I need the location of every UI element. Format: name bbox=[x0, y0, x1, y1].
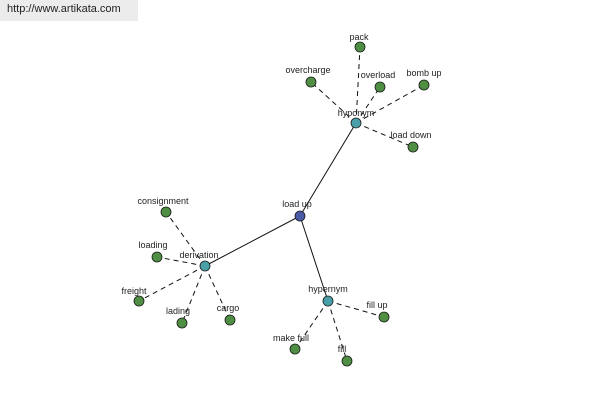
edge-derivation-freight bbox=[138, 265, 206, 302]
label-derivation[interactable]: derivation bbox=[179, 250, 218, 260]
label-make-full[interactable]: make full bbox=[273, 333, 309, 343]
edge-hyponym-pack bbox=[355, 46, 361, 124]
nodes bbox=[133, 41, 430, 367]
label-load-down[interactable]: load down bbox=[390, 130, 431, 140]
node-overcharge[interactable] bbox=[305, 76, 317, 88]
label-lading[interactable]: lading bbox=[166, 306, 190, 316]
node-overload[interactable] bbox=[374, 81, 386, 93]
labels: load up hyponym derivation hypernym pack… bbox=[121, 32, 441, 354]
label-pack[interactable]: pack bbox=[349, 32, 369, 42]
node-loading[interactable] bbox=[151, 251, 163, 263]
label-consignment[interactable]: consignment bbox=[137, 196, 189, 206]
node-load-down[interactable] bbox=[407, 141, 419, 153]
node-freight[interactable] bbox=[133, 295, 145, 307]
label-cargo[interactable]: cargo bbox=[217, 303, 240, 313]
node-make-full[interactable] bbox=[289, 343, 301, 355]
edge-hyponym-load-down bbox=[355, 122, 414, 148]
edge-derivation-loading bbox=[156, 256, 206, 267]
node-fill-up[interactable] bbox=[378, 311, 390, 323]
edge-load-up-hypernym bbox=[299, 215, 329, 302]
edge-derivation-lading bbox=[181, 265, 206, 324]
url-banner: http://www.artikata.com bbox=[0, 0, 138, 21]
edge-derivation-cargo bbox=[204, 265, 231, 321]
label-hyponym[interactable]: hyponym bbox=[338, 108, 375, 118]
node-derivation[interactable] bbox=[199, 260, 211, 272]
node-lading[interactable] bbox=[176, 317, 188, 329]
node-pack[interactable] bbox=[354, 41, 366, 53]
node-cargo[interactable] bbox=[224, 314, 236, 326]
edge-hyponym-overcharge bbox=[310, 81, 357, 124]
edge-load-up-derivation bbox=[204, 215, 301, 267]
node-load-up[interactable] bbox=[294, 210, 306, 222]
label-freight[interactable]: freight bbox=[121, 286, 147, 296]
edge-load-up-hyponym bbox=[299, 122, 357, 217]
label-load-up[interactable]: load up bbox=[282, 199, 312, 209]
label-overcharge[interactable]: overcharge bbox=[285, 65, 330, 75]
label-fill-up[interactable]: fill up bbox=[366, 300, 387, 310]
node-bomb-up[interactable] bbox=[418, 79, 430, 91]
edges bbox=[138, 46, 425, 362]
node-consignment[interactable] bbox=[160, 206, 172, 218]
edge-hyponym-overload bbox=[355, 86, 381, 124]
label-fill[interactable]: fill bbox=[338, 344, 347, 354]
label-overload[interactable]: overload bbox=[361, 70, 396, 80]
site-url[interactable]: http://www.artikata.com bbox=[7, 3, 121, 15]
edge-hyponym-bomb-up bbox=[355, 84, 425, 124]
edge-derivation-consignment bbox=[165, 211, 206, 267]
node-hyponym[interactable] bbox=[350, 117, 362, 129]
edge-hypernym-make-full bbox=[294, 300, 329, 350]
label-hypernym[interactable]: hypernym bbox=[308, 284, 348, 294]
label-bomb-up[interactable]: bomb up bbox=[406, 68, 441, 78]
label-loading[interactable]: loading bbox=[138, 240, 167, 250]
edge-hypernym-fill-up bbox=[327, 300, 385, 318]
edge-hypernym-fill bbox=[327, 300, 348, 362]
node-hypernym[interactable] bbox=[322, 295, 334, 307]
node-fill[interactable] bbox=[341, 355, 353, 367]
